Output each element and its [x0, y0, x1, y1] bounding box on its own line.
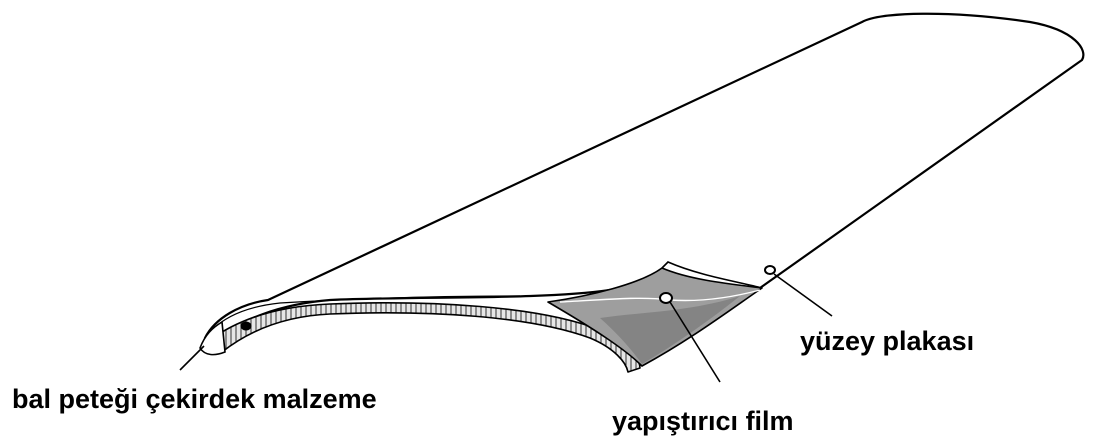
honeycomb-core-label: bal peteği çekirdek malzeme: [12, 386, 377, 413]
adhesive-film-label: yapıştırıcı film: [612, 408, 794, 435]
adhesive-film-marker: [660, 293, 672, 303]
honeycomb-leader: [180, 346, 204, 370]
face-sheet-label: yüzey plakası: [800, 328, 974, 355]
face-sheet-leader: [774, 274, 832, 316]
face-sheet-marker: [765, 266, 775, 274]
honeycomb-marker: [241, 322, 251, 330]
